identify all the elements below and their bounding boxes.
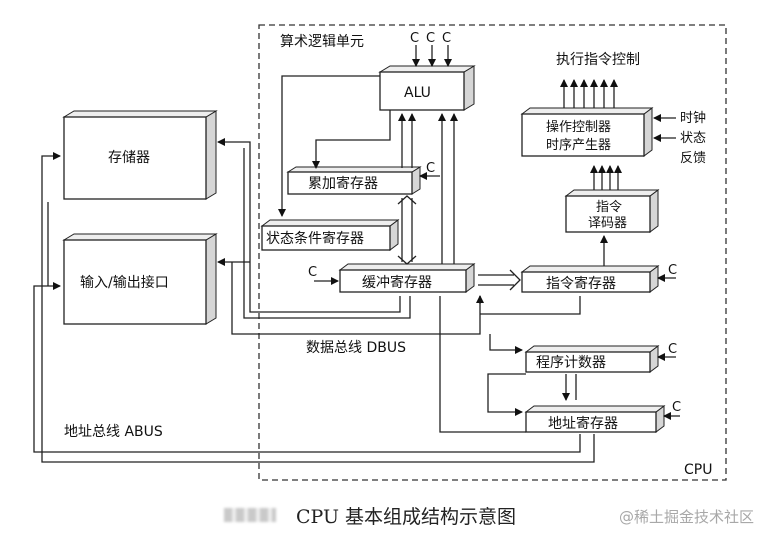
program-counter-box: 程序计数器 [524, 345, 660, 373]
blurred-author-mark [224, 508, 276, 522]
status-register-box: 状态条件寄存器 [260, 219, 400, 251]
address-register-label: 地址寄存器 [548, 415, 618, 432]
buffer-register-box: 缓冲寄存器 [338, 263, 476, 293]
cpu-boundary [258, 24, 727, 481]
status-register-label: 状态条件寄存器 [266, 230, 364, 247]
control-unit-line1: 操作控制器 [546, 119, 611, 135]
abus-label: 地址总线 ABUS [64, 424, 163, 440]
accumulator-label: 累加寄存器 [308, 175, 378, 192]
buffer-clock-c: C [308, 265, 317, 280]
instruction-register-label: 指令寄存器 [546, 275, 616, 292]
program-counter-label: 程序计数器 [536, 355, 606, 371]
accumulator-clock-c: C [426, 161, 435, 176]
instruction-register-box: 指令寄存器 [520, 265, 660, 293]
alu-unit-label: 算术逻辑单元 [280, 34, 364, 50]
alu-control-c3: C [442, 31, 451, 46]
io-interface-box: 输入/输出接口 [62, 233, 218, 325]
feedback-label: 反馈 [680, 151, 706, 166]
alu-control-c1: C [410, 31, 419, 46]
control-unit-line2: 时序产生器 [546, 138, 611, 153]
control-unit-box: 操作控制器 时序产生器 [520, 107, 654, 157]
decoder-line2: 译码器 [588, 216, 627, 231]
decoder-line1: 指令 [596, 200, 622, 215]
control-label: 执行指令控制 [556, 52, 640, 68]
decoder-arrows [590, 165, 622, 190]
address-clock-c: C [672, 400, 681, 415]
clock-label: 时钟 [680, 110, 706, 126]
caption-row: CPU 基本组成结构示意图 @稀土掘金技术社区 [0, 496, 768, 536]
pc-clock-c: C [668, 342, 677, 357]
dbus-label: 数据总线 DBUS [306, 340, 406, 356]
instruction-clock-c: C [668, 263, 677, 278]
figure-caption: CPU 基本组成结构示意图 [296, 506, 517, 528]
alu-box: ALU [378, 65, 476, 111]
memory-label: 存储器 [108, 150, 150, 166]
decoder-box: 指令 译码器 [564, 189, 660, 233]
alu-control-c2: C [426, 31, 435, 46]
watermark: @稀土掘金技术社区 [618, 508, 754, 526]
alu-label: ALU [404, 85, 431, 101]
state-label: 状态 [680, 131, 706, 146]
memory-box: 存储器 [62, 110, 218, 200]
cpu-label: CPU [684, 462, 712, 478]
address-register-box: 地址寄存器 [524, 405, 666, 433]
buffer-register-label: 缓冲寄存器 [362, 274, 432, 291]
accumulator-box: 累加寄存器 [286, 166, 422, 195]
io-interface-label: 输入/输出接口 [80, 274, 169, 291]
